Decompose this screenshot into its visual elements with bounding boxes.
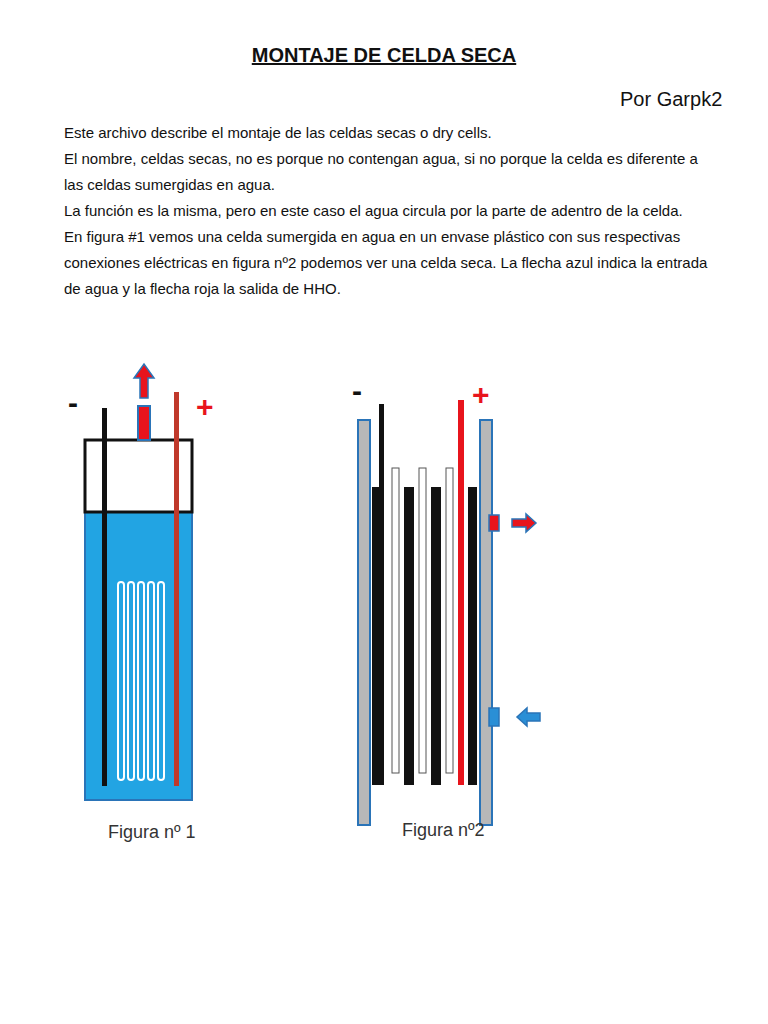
polarity-sign: + <box>472 380 490 410</box>
paragraph-text: Este archivo describe el montaje de las … <box>64 120 712 146</box>
polarity-sign: + <box>196 392 214 422</box>
page-title: MONTAJE DE CELDA SECA <box>0 44 768 67</box>
paragraph-text: En figura #1 vemos una celda sumergida e… <box>64 224 712 302</box>
polarity-sign: - <box>68 388 78 418</box>
figure-caption: Figura nº2 <box>402 820 485 841</box>
author-line: Por Garpk2 <box>620 88 722 111</box>
dry-cell <box>358 400 540 825</box>
figure-caption: Figura nº 1 <box>108 822 196 843</box>
paragraph-text: El nombre, celdas secas, no es porque no… <box>64 146 712 198</box>
body-text: Este archivo describe el montaje de las … <box>64 120 712 302</box>
wet-cell <box>85 364 192 800</box>
paragraph-text: La función es la misma, pero en este cas… <box>64 198 712 224</box>
polarity-sign: - <box>352 376 362 406</box>
